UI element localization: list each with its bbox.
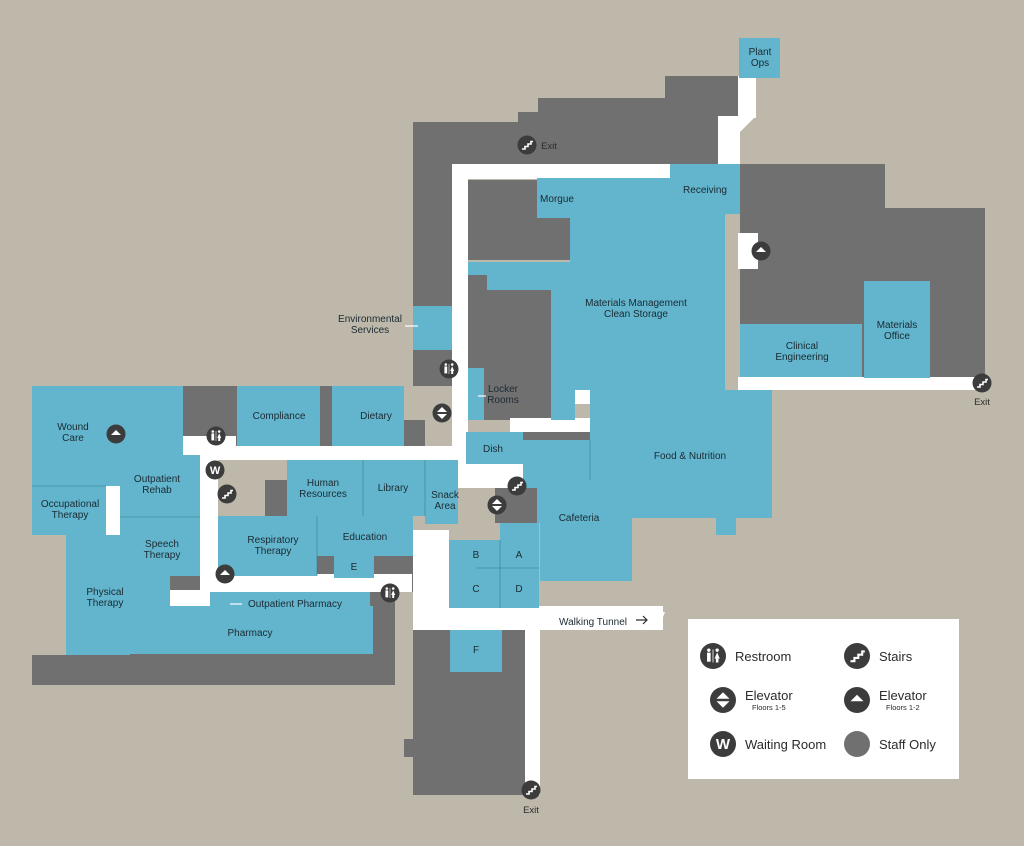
elevator-main-icon <box>710 687 736 713</box>
exit-bottom-label: Exit <box>523 805 539 816</box>
room-outpatient-pharmacy: Outpatient Pharmacy <box>248 599 342 610</box>
room-compliance: Compliance <box>253 411 306 422</box>
leader-lines <box>230 325 486 605</box>
room-education: Education <box>343 532 387 543</box>
restroom-icon <box>380 583 400 603</box>
room-dividers <box>32 440 591 608</box>
legend-restroom: Restroom <box>700 643 791 669</box>
legend-staff-only: Staff Only <box>844 731 936 757</box>
svg-text:W: W <box>210 465 221 477</box>
restroom-icon <box>206 426 226 446</box>
room-food-nutrition: Food & Nutrition <box>654 451 726 462</box>
elevator-main-icon <box>432 403 452 423</box>
stairs-icon <box>844 643 870 669</box>
stairs-icon <box>520 779 542 801</box>
room-c: C <box>472 584 479 595</box>
stairs-icon <box>516 134 538 156</box>
amenity-icons: W <box>106 241 771 603</box>
staff-only-swatch <box>844 731 870 757</box>
legend-staff-only-label: Staff Only <box>879 736 936 752</box>
restroom-icon <box>700 643 726 669</box>
room-receiving: Receiving <box>683 185 727 196</box>
legend-elevator-main: Elevator Floors 1-5 <box>710 687 793 713</box>
legend-elevator-small-sub: Floors 1-2 <box>885 702 920 712</box>
legend-waiting-room: W Waiting Room <box>710 731 826 757</box>
stairs-icon <box>971 372 993 394</box>
walking-tunnel: Walking Tunnel <box>540 612 665 630</box>
legend-waiting-room-label: Waiting Room <box>745 736 827 752</box>
legend-stairs: Stairs <box>844 643 912 669</box>
elevator-main-icon <box>487 495 507 515</box>
legend-elevator-small: Elevator Floors 1-2 <box>844 687 927 713</box>
walking-tunnel-label: Walking Tunnel <box>559 617 627 628</box>
elevator-small-icon <box>215 564 235 584</box>
waiting-room-icon: W <box>205 460 225 480</box>
legend-elevator-main-label: Elevator <box>745 687 793 703</box>
public-rooms <box>32 38 930 672</box>
corridors <box>106 76 985 795</box>
exit-right-label: Exit <box>974 397 990 408</box>
room-dish: Dish <box>483 444 503 455</box>
legend-elevator-small-label: Elevator <box>879 687 927 703</box>
legend-restroom-label: Restroom <box>735 648 792 664</box>
map-legend: Restroom Stairs Elevator Floors 1-5 Elev… <box>688 619 959 779</box>
room-d: D <box>515 584 522 595</box>
room-f: F <box>473 645 479 656</box>
exit-top-label: Exit <box>541 141 557 152</box>
room-morgue: Morgue <box>540 194 574 205</box>
arrow-right-icon <box>636 615 648 625</box>
room-pharmacy: Pharmacy <box>227 628 272 639</box>
stairs-icon <box>216 483 238 505</box>
waiting-room-icon: W <box>710 731 736 757</box>
legend-stairs-label: Stairs <box>879 648 913 664</box>
room-b: B <box>473 550 480 561</box>
exits: Exit Exit Exit <box>516 134 993 816</box>
room-a: A <box>516 550 523 561</box>
room-dietary: Dietary <box>360 411 392 422</box>
room-e: E <box>351 562 358 573</box>
stairs-icon <box>506 475 528 497</box>
elevator-small-icon <box>844 687 870 713</box>
legend-elevator-main-sub: Floors 1-5 <box>751 702 786 712</box>
room-library: Library <box>378 483 409 494</box>
room-cafeteria: Cafeteria <box>559 513 600 524</box>
elevator-small-icon <box>751 241 771 261</box>
elevator-small-icon <box>106 424 126 444</box>
restroom-icon <box>439 359 459 379</box>
